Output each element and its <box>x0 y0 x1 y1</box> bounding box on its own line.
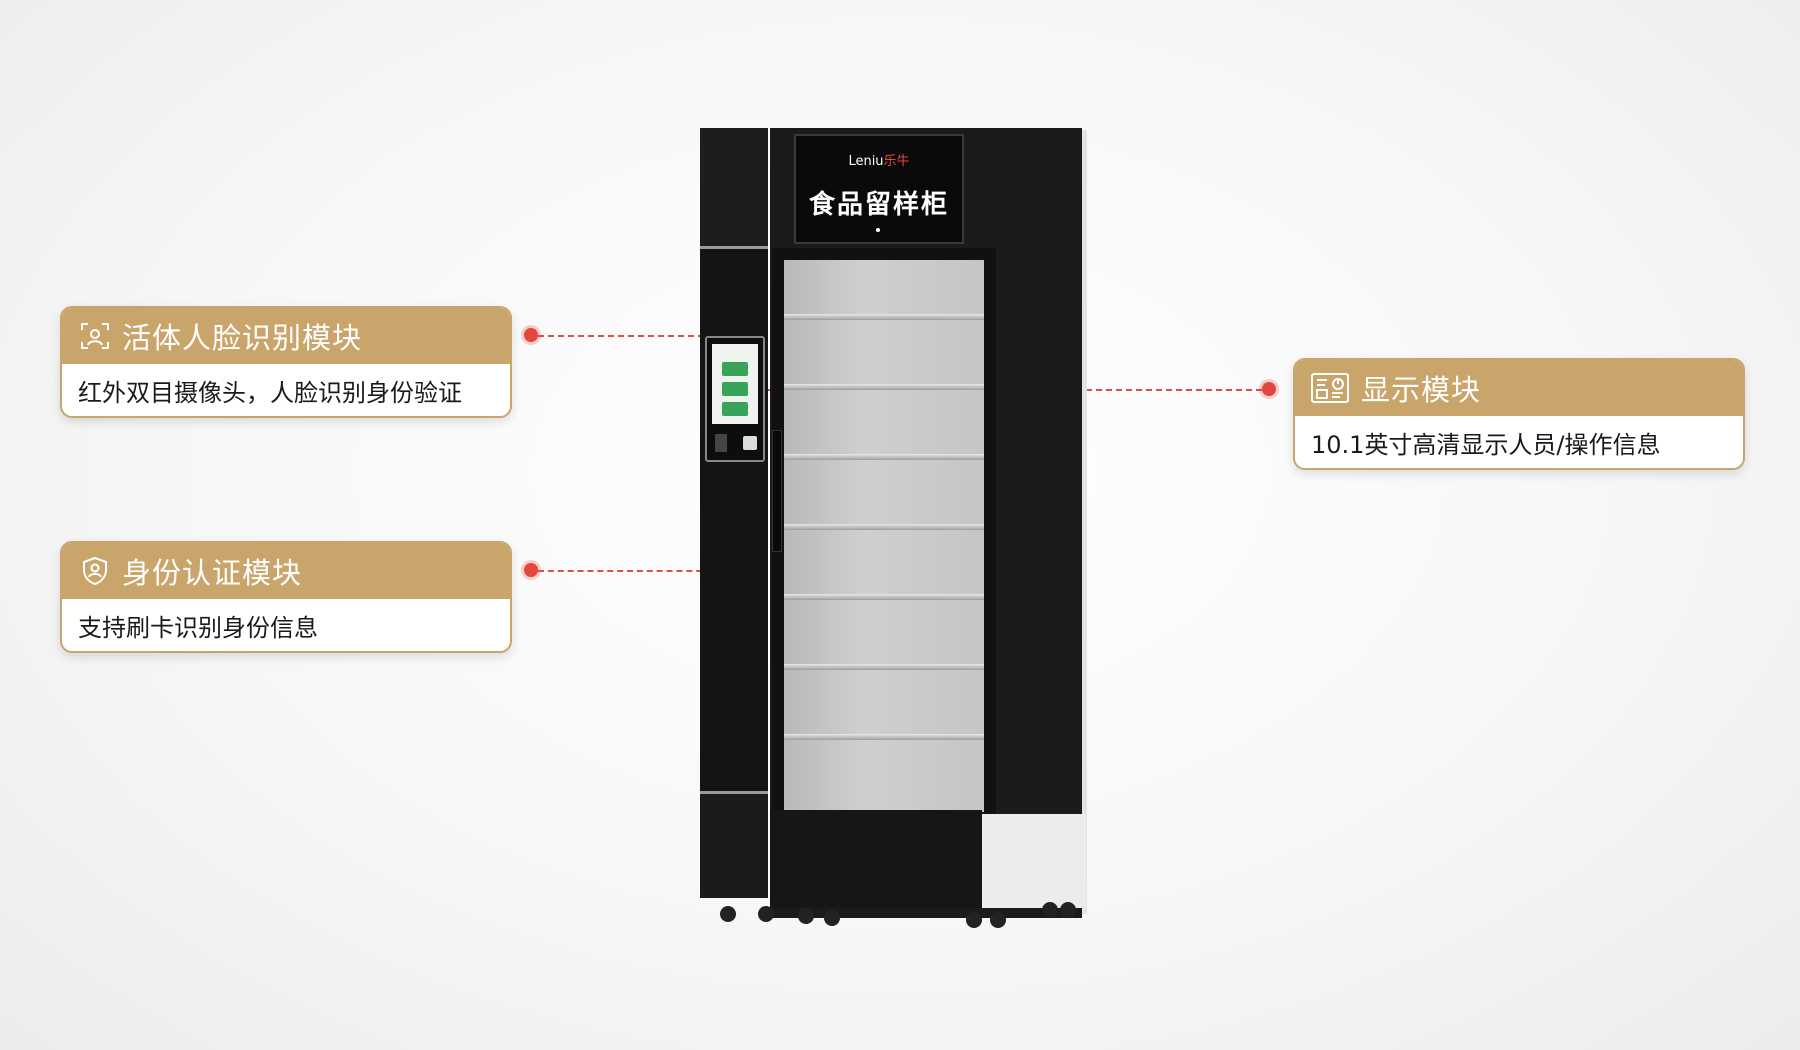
panel-lower <box>700 791 768 898</box>
shelf <box>784 734 984 740</box>
brand-logo: Leniu乐牛 <box>848 154 910 169</box>
caster-wheel <box>990 912 1006 928</box>
tablet-screen <box>712 344 758 424</box>
cabinet-base <box>770 810 982 908</box>
food-sample-cabinet: Leniu乐牛 食品留样柜 <box>700 120 1090 930</box>
leader-line-identity <box>538 570 722 572</box>
leader-dot-face <box>524 328 538 342</box>
leader-dot-identity <box>524 563 538 577</box>
caster-wheel <box>798 908 814 924</box>
caster-wheel <box>1060 902 1076 918</box>
shelf <box>784 314 984 320</box>
caster-wheel <box>824 910 840 926</box>
tablet-menu-item <box>722 382 748 396</box>
caster-wheel <box>966 912 982 928</box>
caster-wheel <box>1042 902 1058 918</box>
callout-identity-auth: 身份认证模块 支持刷卡识别身份信息 <box>60 541 512 653</box>
signage-title: 食品留样柜 <box>808 190 949 220</box>
tablet-menu-item <box>722 402 748 416</box>
callout-header: 活体人脸识别模块 <box>62 308 510 364</box>
callout-face-recognition: 活体人脸识别模块 红外双目摄像头，人脸识别身份验证 <box>60 306 512 418</box>
cabinet-control-panel <box>700 128 768 898</box>
shelf <box>784 664 984 670</box>
callout-header: 显示模块 <box>1295 360 1743 416</box>
panel-upper <box>700 128 768 249</box>
shield-user-icon <box>78 554 112 588</box>
glass-door <box>772 248 996 824</box>
shelf <box>784 594 984 600</box>
door-handle <box>772 430 782 552</box>
caster-wheel <box>758 906 774 922</box>
leader-line-face <box>538 335 744 337</box>
caster-wheel <box>720 906 736 922</box>
shelf <box>784 524 984 530</box>
cabinet-base-side <box>982 814 1086 908</box>
shelf <box>784 384 984 390</box>
camera-icon <box>743 436 757 450</box>
shelf <box>784 454 984 460</box>
indicator-dot <box>876 228 880 232</box>
callout-description: 支持刷卡识别身份信息 <box>78 613 318 642</box>
face-scan-icon <box>78 319 112 353</box>
top-signage-display: Leniu乐牛 食品留样柜 <box>794 134 964 244</box>
card-reader-slot <box>715 434 727 452</box>
tablet-menu-item <box>722 362 748 376</box>
callout-header: 身份认证模块 <box>62 543 510 599</box>
callout-description: 10.1英寸高清显示人员/操作信息 <box>1311 430 1661 459</box>
leader-dot-display <box>1262 382 1276 396</box>
callout-description: 红外双目摄像头，人脸识别身份验证 <box>78 378 462 407</box>
callout-title: 显示模块 <box>1361 373 1482 407</box>
callout-title: 活体人脸识别模块 <box>122 321 363 355</box>
callout-title: 身份认证模块 <box>122 556 303 590</box>
display-panel-icon <box>1309 371 1351 405</box>
touch-screen-tablet <box>705 336 765 462</box>
callout-display-module: 显示模块 10.1英寸高清显示人员/操作信息 <box>1293 358 1745 470</box>
